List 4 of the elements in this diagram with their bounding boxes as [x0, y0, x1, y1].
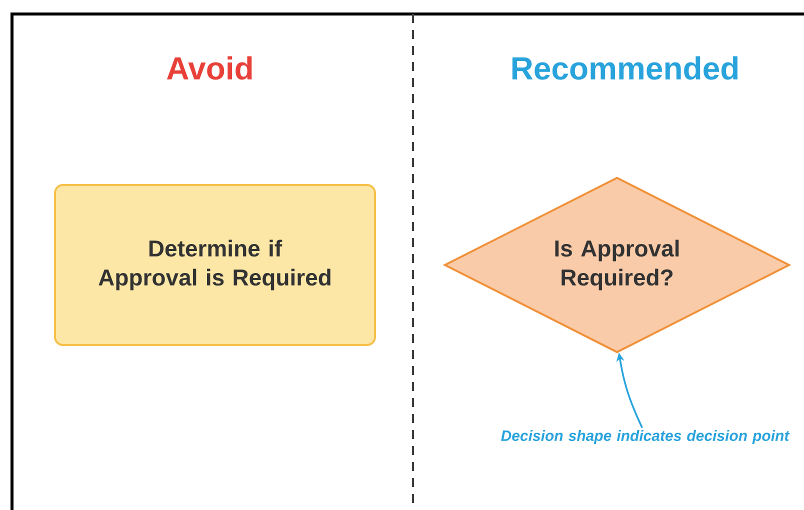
column-heading: Avoid	[166, 56, 252, 80]
column-heading: Recommended	[512, 56, 738, 80]
process-box: Determine if Approval is Required	[54, 184, 376, 346]
annotation-text: Decision shape indicates decision point	[501, 430, 790, 444]
